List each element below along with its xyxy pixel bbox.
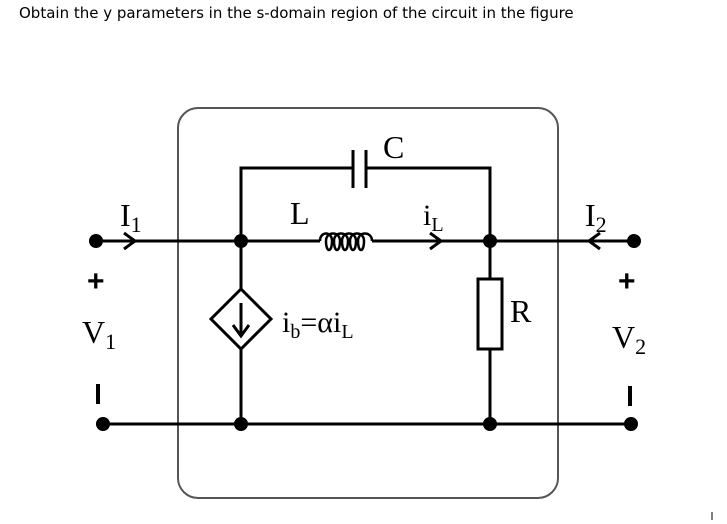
junction-node-top-right bbox=[483, 234, 497, 248]
capacitor-branch-wire-right bbox=[366, 166, 492, 241]
terminal-port1-bottom bbox=[96, 417, 110, 431]
dependent-source-expression: ib=αiL bbox=[282, 306, 354, 343]
terminal-port2-bottom bbox=[624, 417, 638, 431]
resistor-label: R bbox=[510, 293, 532, 329]
inductor-coil bbox=[318, 232, 374, 252]
terminal-port1-top bbox=[89, 234, 103, 248]
inductor-label: L bbox=[290, 195, 310, 231]
junction-node-bottom-left bbox=[234, 417, 248, 431]
question-text: Obtain the y parameters in the s-domain … bbox=[19, 4, 574, 22]
current-i1-arrow bbox=[123, 231, 138, 251]
capacitor-branch-wire bbox=[239, 166, 353, 241]
port1-plus-sign: + bbox=[87, 265, 105, 298]
junction-node-bottom-right bbox=[483, 417, 497, 431]
port2-plus-sign: + bbox=[618, 265, 636, 298]
two-port-enclosure bbox=[177, 107, 559, 499]
current-i2-arrow bbox=[586, 231, 601, 251]
inductor-current-arrow bbox=[414, 231, 444, 251]
capacitor-label: C bbox=[383, 129, 404, 165]
port1-voltage-label: V1 bbox=[82, 314, 116, 354]
source-direction-arrow-icon bbox=[231, 303, 251, 339]
terminal-port2-top bbox=[627, 234, 641, 248]
current-i2-label: I2 bbox=[585, 197, 607, 237]
inductor-current-label: iL bbox=[423, 199, 444, 236]
port2-voltage-label: V2 bbox=[612, 319, 646, 359]
resistor bbox=[476, 277, 504, 351]
junction-node-top-left bbox=[234, 234, 248, 248]
current-i1-label: I1 bbox=[120, 197, 142, 237]
